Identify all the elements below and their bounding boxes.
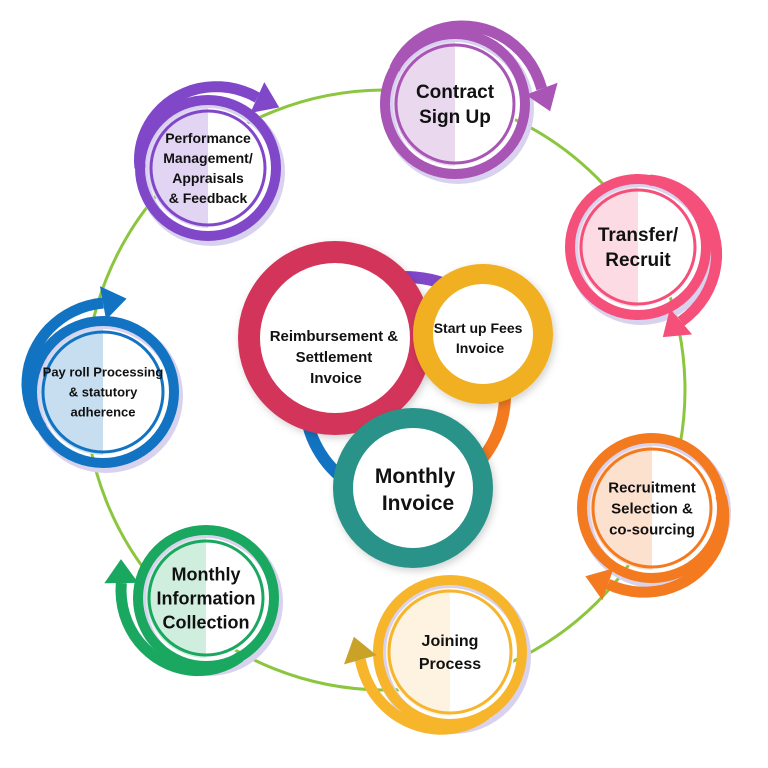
- center-cluster: Reimbursement & Settlement Invoice Start…: [238, 241, 553, 568]
- node-tint-half: [146, 538, 206, 658]
- node-tint-half: [386, 588, 450, 716]
- node-inner-ring: [579, 188, 697, 306]
- node-outer-ring: [565, 174, 711, 320]
- arrow-arc: [649, 174, 723, 326]
- step-node-transfer[interactable]: Transfer/Recruit: [565, 174, 723, 338]
- center-label-startup: Start up Fees Invoice: [434, 320, 527, 356]
- node-inner-ring: [41, 330, 165, 454]
- arrow-head-icon: [525, 82, 558, 112]
- arrow-arc: [115, 582, 244, 677]
- node-inner-ring: [387, 589, 513, 715]
- node-tint-half: [590, 446, 652, 570]
- node-inner-ring: [147, 539, 265, 657]
- arrow-head-icon: [344, 636, 377, 665]
- center-node-monthly-invoice[interactable]: [333, 408, 493, 568]
- arrow-head-icon: [99, 286, 127, 320]
- arrow-head-icon: [250, 82, 280, 113]
- node-tint-half: [40, 329, 103, 455]
- step-label-transfer: Transfer/Recruit: [598, 225, 679, 271]
- arrow-head-icon: [585, 568, 614, 601]
- center-label-reimbursement: Reimbursement & Settlement Invoice: [270, 328, 403, 387]
- arrow-arc: [133, 81, 260, 169]
- arrow-arc: [21, 297, 104, 431]
- node-tint-half: [148, 108, 208, 228]
- arrow-arc: [354, 658, 490, 735]
- node-inner-ring: [149, 109, 267, 227]
- node-outer-ring: [380, 29, 530, 179]
- node-inner-ring: [591, 447, 713, 569]
- arrow-arc: [389, 20, 547, 91]
- arrow-head-icon: [662, 308, 693, 338]
- center-node-startup[interactable]: [413, 264, 553, 404]
- arrow-arc: [605, 494, 730, 598]
- center-label-monthly-invoice: Monthly Invoice: [375, 465, 461, 515]
- node-tint-half: [393, 42, 455, 166]
- arrow-head-icon: [104, 559, 139, 584]
- node-inner-ring: [394, 43, 516, 165]
- node-tint-half: [578, 187, 638, 307]
